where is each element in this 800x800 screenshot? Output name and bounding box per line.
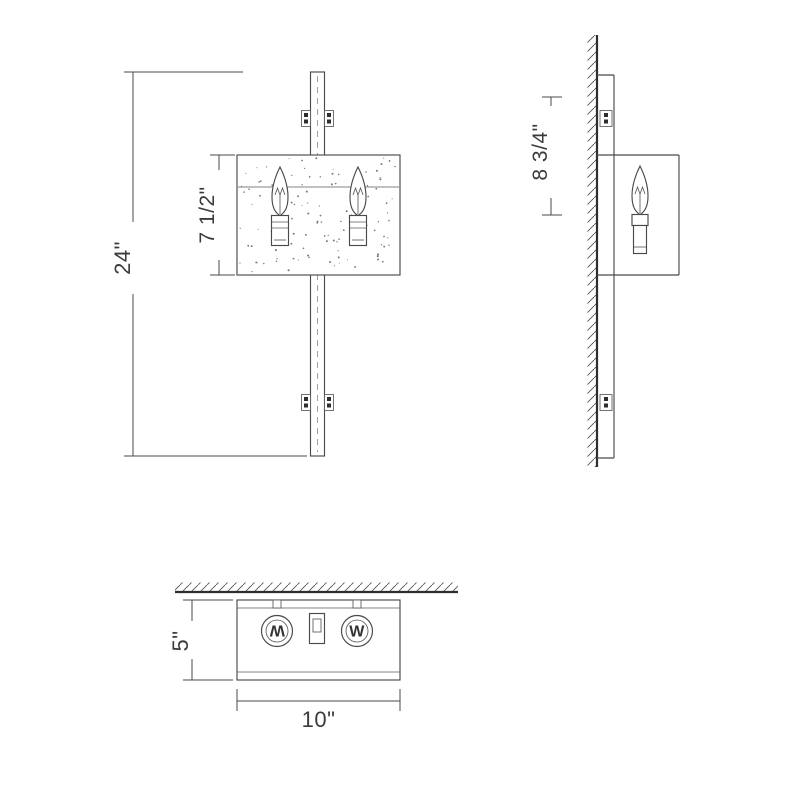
bolt-icon	[304, 403, 308, 408]
shade-outline	[236, 154, 401, 276]
bulb-socket	[270, 214, 290, 247]
bracket-plate	[599, 110, 613, 127]
bracket-outline	[308, 612, 326, 645]
bolt-icon	[304, 119, 308, 124]
dim-depth: 5"	[168, 599, 233, 681]
mounting-bar-side	[597, 74, 615, 459]
bulb-right	[348, 165, 368, 247]
depth-label: 5"	[168, 630, 193, 651]
bulb-inner-circle	[345, 619, 369, 643]
bolt-icon	[604, 119, 608, 124]
dim-side-height: 8 3/4"	[529, 96, 562, 216]
label-mask	[116, 222, 144, 294]
bulb-socket	[348, 214, 368, 247]
wall-hatch	[587, 35, 597, 467]
bolt-icon	[327, 119, 331, 124]
bolt-icon	[604, 397, 608, 401]
bracket-inner	[312, 618, 322, 633]
bulb-plan-right: W	[340, 614, 374, 648]
bulb-inner-circle	[265, 619, 289, 643]
filament-icon	[634, 185, 646, 196]
candle-body	[632, 224, 648, 255]
width-label: 10"	[302, 707, 336, 732]
bolt-icon	[604, 403, 608, 408]
label-mask	[178, 621, 203, 659]
side-height-label: 8 3/4"	[529, 123, 552, 180]
candle-side	[631, 164, 649, 255]
wall-plan	[175, 582, 458, 594]
mounting-bracket-bottom-side	[599, 394, 613, 411]
bulb-symbol: W	[269, 622, 285, 639]
bulb-plan-left: W	[260, 614, 294, 648]
bracket-tab-right	[324, 110, 334, 127]
bolt-icon	[327, 397, 331, 401]
bracket-plate	[599, 394, 613, 411]
center-bracket-plan	[308, 612, 326, 645]
socket-tab-right	[352, 599, 362, 609]
bolt-icon	[327, 403, 331, 408]
bolt-icon	[327, 113, 331, 117]
side-view: 8 3/4"	[529, 35, 680, 467]
label-mask	[534, 106, 561, 198]
filament-icon	[274, 186, 286, 197]
dim-width: 10"	[236, 689, 401, 732]
label-mask	[201, 170, 227, 260]
bolt-icon	[304, 397, 308, 401]
bracket-tab-left	[301, 110, 311, 127]
glass-shade	[236, 154, 401, 276]
front-view: 24"	[110, 71, 401, 457]
wall-side	[587, 35, 599, 467]
mounting-bracket-bottom	[301, 394, 334, 411]
shade-height-label: 7 1/2"	[196, 186, 219, 243]
bracket-tab-right	[324, 394, 334, 411]
overall-height-label: 24"	[110, 241, 135, 275]
dim-overall-height: 24"	[110, 71, 307, 457]
bulb-symbol: W	[349, 624, 365, 641]
bolt-icon	[304, 113, 308, 117]
bulb-socket	[631, 213, 649, 227]
mounting-bracket-top	[301, 110, 334, 127]
socket-tab-left	[272, 599, 282, 609]
bulb-left	[270, 165, 290, 247]
bolt-icon	[604, 113, 608, 117]
seeded-glass-speckles	[239, 157, 396, 273]
plan-view: W W 5" 10"	[168, 582, 458, 732]
mounting-bracket-top-side	[599, 110, 613, 127]
wall-hatch	[175, 582, 458, 592]
bracket-tab-left	[301, 394, 311, 411]
shade-frame-side	[597, 154, 680, 276]
filament-icon	[352, 186, 364, 197]
dim-shade-height: 7 1/2"	[196, 154, 235, 276]
